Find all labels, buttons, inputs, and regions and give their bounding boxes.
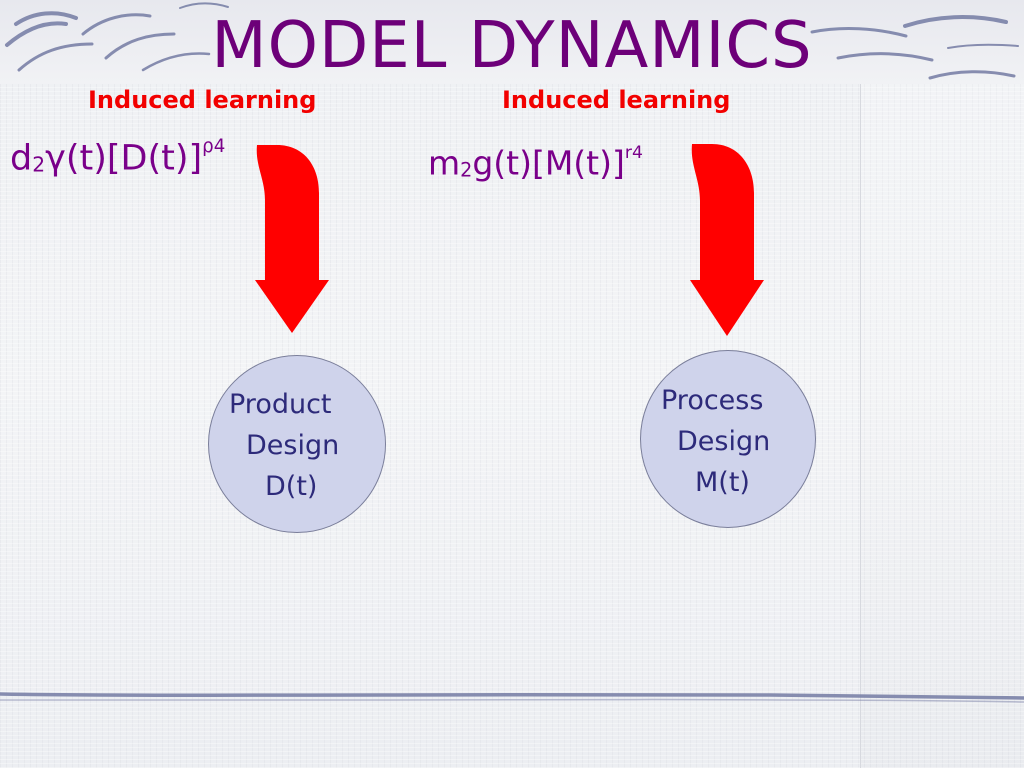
right-formula-superscript-r: r xyxy=(624,143,632,163)
process-design-node: Process Design M(t) xyxy=(640,350,816,528)
right-learning-formula: m2g(t)[M(t)]r4 xyxy=(428,143,643,183)
right-induced-learning-label: Induced learning xyxy=(502,86,731,114)
right-side-panel xyxy=(860,84,1024,768)
right-formula-base: m xyxy=(428,143,461,183)
left-formula-subscript: 2 xyxy=(32,152,46,177)
product-design-node: Product Design D(t) xyxy=(208,355,386,533)
right-formula-superscript-4: 4 xyxy=(631,143,643,163)
right-down-arrow-icon xyxy=(690,144,764,336)
left-formula-superscript-4: 4 xyxy=(213,136,226,157)
product-design-line-2: Design xyxy=(246,430,340,461)
left-down-arrow-icon xyxy=(255,145,329,333)
left-induced-learning-label: Induced learning xyxy=(88,86,317,114)
left-learning-formula: d2γ(t)[D(t)]ρ4 xyxy=(10,136,226,179)
left-formula-rest: γ(t)[D(t)] xyxy=(45,138,203,179)
product-design-line-3: D(t) xyxy=(265,471,318,502)
left-formula-superscript-rho: ρ xyxy=(202,136,214,157)
right-formula-rest: g(t)[M(t)] xyxy=(472,143,625,183)
process-design-line-1: Process xyxy=(661,385,764,416)
process-design-line-3: M(t) xyxy=(695,467,750,498)
product-design-line-1: Product xyxy=(229,389,332,420)
right-formula-subscript: 2 xyxy=(460,158,473,182)
left-formula-base: d xyxy=(10,138,33,179)
slide-title: MODEL DYNAMICS xyxy=(211,9,813,83)
process-design-line-2: Design xyxy=(677,426,771,457)
